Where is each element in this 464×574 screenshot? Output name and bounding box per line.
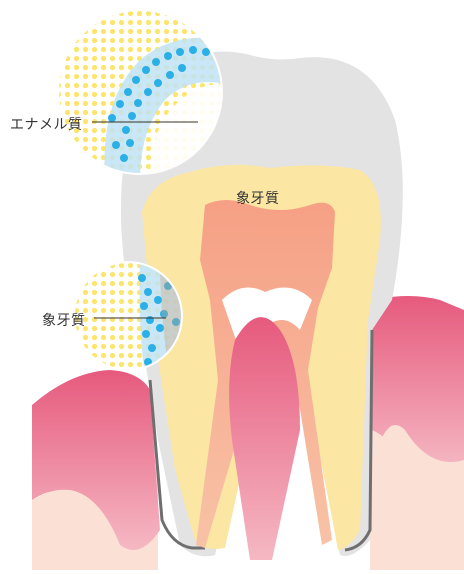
label-dentin-side: 象牙質 — [42, 310, 86, 330]
gum-between-roots — [229, 317, 300, 560]
label-enamel: エナメル質 — [10, 114, 83, 134]
label-dentin-center: 象牙質 — [236, 188, 280, 208]
